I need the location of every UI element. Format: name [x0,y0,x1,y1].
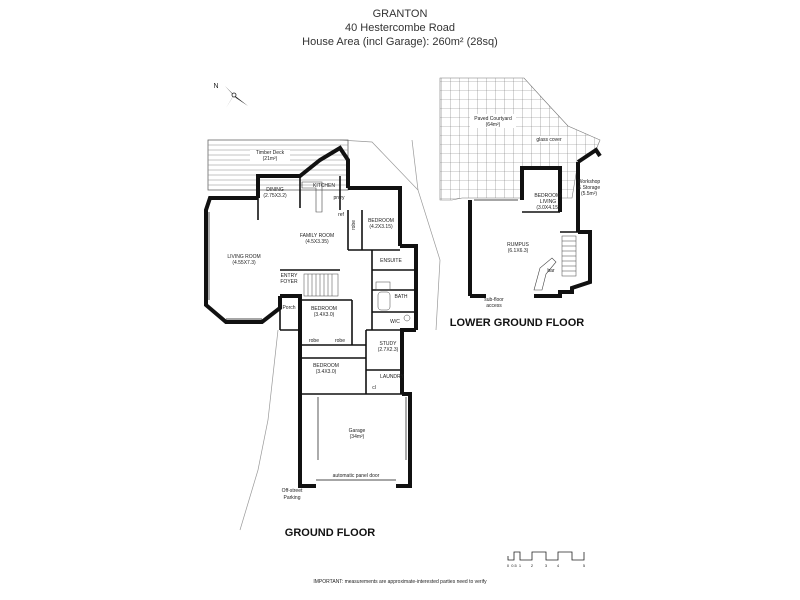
label-ensuite: ENSUITE [380,258,402,264]
label-garage-door: automatic panel door [333,473,380,479]
label-glass-cover: glass cover [536,137,562,143]
stairs [303,273,339,297]
title-area: House Area (incl Garage): 260m² (28sq) [302,36,498,48]
label-pntry: pntry [333,195,345,201]
label-bedroom-master-size: (4.2X3.15) [369,224,393,230]
label-bedroom-master: BEDROOM [368,218,394,224]
label-living-room: LIVING ROOM [227,254,260,260]
label-courtyard: Paved Courtyard [474,116,512,122]
lower-ground-floor-plan: Paved Courtyard (64m²) glass cover [439,77,602,329]
label-cl: cl [372,385,376,391]
scale-tick-4: 3 [545,563,548,568]
scale-tick-0: 0 [507,563,510,568]
label-bar: bar [547,268,555,274]
scale-tick-5: 4 [557,563,560,568]
label-dining-size: (2.75X3.2) [263,193,287,199]
label-rumpus: RUMPUS [507,242,529,248]
label-robe-b: robe [335,338,345,344]
label-timber-deck-size: (21m²) [263,156,278,162]
label-study: STUDY [380,341,398,347]
label-bedroom-living-size: (3.0X4.15) [536,205,560,211]
label-parking: Parking [284,495,301,501]
label-garage: Garage [349,428,366,434]
label-offstreet: Off-street [282,488,303,494]
label-bedroom-2: BEDROOM [311,306,337,312]
label-bedroom-3: BEDROOM [313,363,339,369]
label-bedroom-living-1: BEDROOM/ [534,193,562,199]
label-ref: ref [338,212,344,218]
scale-tick-6: 5 [583,563,586,568]
label-courtyard-size: (64m²) [486,122,501,128]
north-label: N [213,83,218,90]
label-workshop-size: (5.5m²) [581,191,597,197]
title-suburb: GRANTON [372,8,428,20]
ground-floor-plan: Timber Deck (21m²) [204,139,441,539]
label-living-room-size: (4.55X7.3) [232,260,256,266]
label-subfloor-1: sub-floor [484,297,504,303]
label-bedroom-3-size: (3.4X3.0) [316,369,337,375]
label-bedroom-living-2: LIVING [540,199,557,205]
label-study-size: (2.7X2.3) [378,347,399,353]
label-timber-deck: Timber Deck [256,150,285,156]
label-family-room-size: (4.5X3.35) [305,239,329,245]
scale-tick-3: 2 [531,563,534,568]
label-entry: ENTRY [281,273,299,279]
scale-tick-2: 1 [519,563,522,568]
label-robe-master: robe [351,220,357,230]
scale-bar: 0 0.5 1 2 3 4 5 [507,551,586,568]
label-wc: W/C [390,319,400,325]
label-bedroom-2-size: (3.4X3.0) [314,312,335,318]
ground-floor-title: GROUND FLOOR [285,527,375,539]
label-foyer: FOYER [280,279,298,285]
label-subfloor-2: access [486,303,502,309]
label-bath: BATH [395,294,408,300]
scale-tick-1: 0.5 [511,563,517,568]
label-workshop-2: & Storage [578,185,600,191]
lower-floor-title: LOWER GROUND FLOOR [450,317,584,329]
north-arrow-icon: N [213,83,248,108]
label-porch: Porch [282,305,295,311]
label-dining: DINING [266,187,284,193]
footer-disclaimer: IMPORTANT: measurements are approximate-… [313,579,487,585]
label-workshop-1: Workshop [578,179,601,185]
label-laundry: LAUNDRY [380,374,404,380]
label-rumpus-size: (6.1X6.3) [508,248,529,254]
label-robe-a: robe [309,338,319,344]
title-address: 40 Hestercombe Road [344,22,456,34]
label-kitchen: KITCHEN [313,183,335,189]
label-family-room: FAMILY ROOM [300,233,334,239]
label-garage-size: (34m²) [350,434,365,440]
